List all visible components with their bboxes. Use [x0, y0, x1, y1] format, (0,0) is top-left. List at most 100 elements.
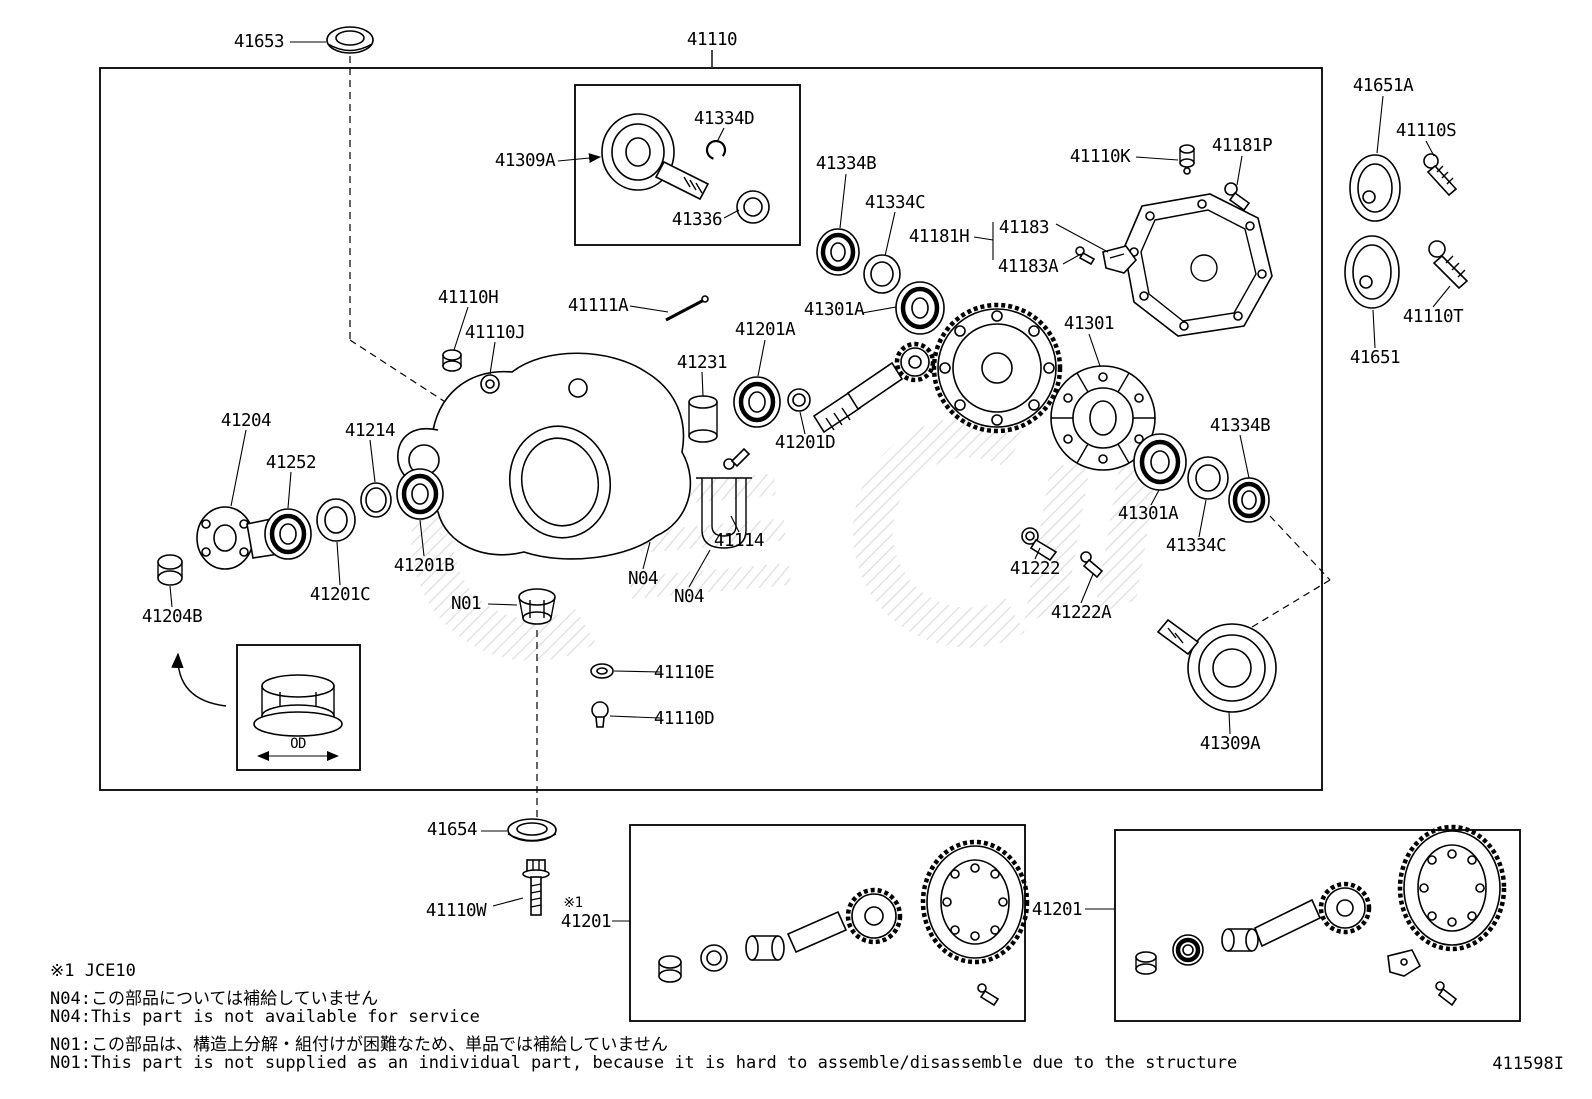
- part-label-41204b-29: 41204B: [141, 607, 203, 627]
- part-cv-joint-top-41309a: [601, 113, 710, 201]
- part-label-41214-25: 41214: [344, 421, 396, 441]
- part-label-1-44: ※1: [563, 895, 583, 911]
- part-ring-gear-face: [931, 302, 1063, 434]
- part-stud-bolt-41110w: [522, 859, 550, 916]
- gear-set-left-41201: [658, 839, 1030, 1007]
- part-bolt-41183a: [1075, 246, 1096, 266]
- part-label-41201d-26: 41201D: [774, 433, 836, 453]
- part-label-41201-46: 41201: [1031, 900, 1083, 920]
- part-label-41334c-6: 41334C: [864, 193, 926, 213]
- part-label-41110t-14: 41110T: [1402, 307, 1464, 327]
- part-plug-n01: [518, 588, 556, 625]
- part-bearing-41201a: [733, 376, 781, 428]
- part-label-41309a-3: 41309A: [494, 151, 556, 171]
- frame-gear-set-left: [629, 824, 1026, 1022]
- frame-cv-detail: [574, 84, 801, 246]
- part-carrier-housing: [397, 352, 692, 560]
- part-label-41231-20: 41231: [676, 353, 728, 373]
- part-cap-41654: [507, 818, 557, 842]
- part-label-41309a-41: 41309A: [1199, 734, 1261, 754]
- part-label-41114-33: 41114: [713, 531, 765, 551]
- part-deflector-41252: [264, 508, 312, 560]
- part-cap-41653: [326, 26, 374, 54]
- part-label-41651-15: 41651: [1349, 348, 1401, 368]
- part-bolt-41181p: [1224, 182, 1251, 212]
- part-label-41181p-8: 41181P: [1211, 136, 1273, 156]
- drawing-number: 411598I: [1492, 1054, 1564, 1074]
- part-label-41110-1: 41110: [686, 30, 738, 50]
- footnote-n04-en: N04:This part is not available for servi…: [50, 1007, 480, 1027]
- leader-lines: [169, 41, 1451, 922]
- part-label-41183-10: 41183: [998, 218, 1050, 238]
- part-label-n01-30: N01: [450, 594, 482, 614]
- part-label-41201b-27: 41201B: [393, 556, 455, 576]
- part-insulator-41651: [1344, 235, 1400, 309]
- part-label-41222a-37: 41222A: [1050, 603, 1112, 623]
- part-label-41110k-7: 41110K: [1069, 147, 1131, 167]
- part-label-41110d-35: 41110D: [653, 709, 715, 729]
- part-seal-41201c: [316, 498, 356, 542]
- part-label-41334b-38: 41334B: [1209, 416, 1271, 436]
- part-label-41654-42: 41654: [426, 820, 478, 840]
- part-label-41252-24: 41252: [265, 453, 317, 473]
- part-bolt-41114-cap: [723, 447, 751, 470]
- part-label-41301a-39: 41301A: [1117, 504, 1179, 524]
- part-ring-41201d: [787, 388, 811, 412]
- part-label-41111a-18: 41111A: [567, 296, 629, 316]
- part-label-n04-31: N04: [627, 569, 659, 589]
- part-sensor-41222: [1021, 527, 1058, 562]
- part-bolt-41110t: [1428, 240, 1469, 290]
- frame-gear-set-right: [1114, 829, 1521, 1022]
- part-label-41222-36: 41222: [1009, 559, 1061, 579]
- part-label-41181h-9: 41181H: [908, 227, 970, 247]
- part-label-41110s-13: 41110S: [1395, 121, 1457, 141]
- footnote-n01-jp: N01:この部品は、構造上分解・組付けが困難なため、単品では補給していません: [50, 1035, 668, 1055]
- part-label-41110j-17: 41110J: [464, 323, 526, 343]
- part-label-41201-45: 41201: [560, 912, 612, 932]
- part-od-nut-detail: [253, 674, 343, 761]
- part-breather-plug-41110k: [1179, 144, 1195, 175]
- part-ring-41214: [360, 482, 392, 518]
- part-label-od-47: OD: [290, 736, 306, 752]
- part-label-41301a-21: 41301A: [803, 300, 865, 320]
- part-label-41653-0: 41653: [233, 32, 285, 52]
- part-label-41201c-28: 41201C: [309, 585, 371, 605]
- part-bearing-41334b-right: [1228, 477, 1270, 523]
- part-label-41334d-2: 41334D: [693, 109, 755, 129]
- od-reference-arrow: [171, 652, 227, 707]
- part-label-41334c-40: 41334C: [1165, 536, 1227, 556]
- part-diff-case-41301: [1050, 365, 1156, 471]
- part-bolt-41110s: [1423, 153, 1458, 197]
- part-insulator-41651a: [1349, 154, 1401, 222]
- part-seal-41334c-top: [863, 254, 901, 294]
- part-label-41183a-11: 41183A: [997, 257, 1059, 277]
- part-rear-cover-41181: [1123, 193, 1273, 337]
- part-drive-pinion-shaft: [812, 341, 936, 434]
- part-plug-41110d: [591, 701, 609, 728]
- part-gasket-41110e: [590, 663, 614, 679]
- part-label-41336-4: 41336: [671, 210, 723, 230]
- part-label-41110w-43: 41110W: [425, 901, 487, 921]
- frame-main: [99, 67, 1323, 791]
- footnote-ref-mark: ※1 JCE10: [50, 961, 136, 981]
- part-label-41201a-19: 41201A: [734, 320, 796, 340]
- part-washer-41110j: [480, 374, 500, 394]
- part-label-41204-23: 41204: [220, 411, 272, 431]
- gear-set-right-41201: [1135, 824, 1507, 1007]
- footnote-n04-jp: N04:この部品については補給していません: [50, 989, 379, 1009]
- part-bearing-41301a-right: [1133, 433, 1187, 491]
- part-bearing-41301a-left: [895, 281, 945, 335]
- part-nut-41204b: [157, 554, 183, 586]
- footnote-n01-en: N01:This part is not supplied as an indi…: [50, 1053, 1238, 1073]
- part-bracket-41183: [1102, 245, 1138, 274]
- part-bearing-cap-41114: [696, 477, 752, 549]
- part-label-41651a-12: 41651A: [1352, 76, 1414, 96]
- part-nut-41110h: [442, 349, 462, 372]
- part-seal-41334c-right: [1187, 456, 1229, 500]
- part-bearing-41201b: [396, 468, 444, 520]
- part-label-41110e-34: 41110E: [653, 663, 715, 683]
- part-label-41301-22: 41301: [1063, 314, 1115, 334]
